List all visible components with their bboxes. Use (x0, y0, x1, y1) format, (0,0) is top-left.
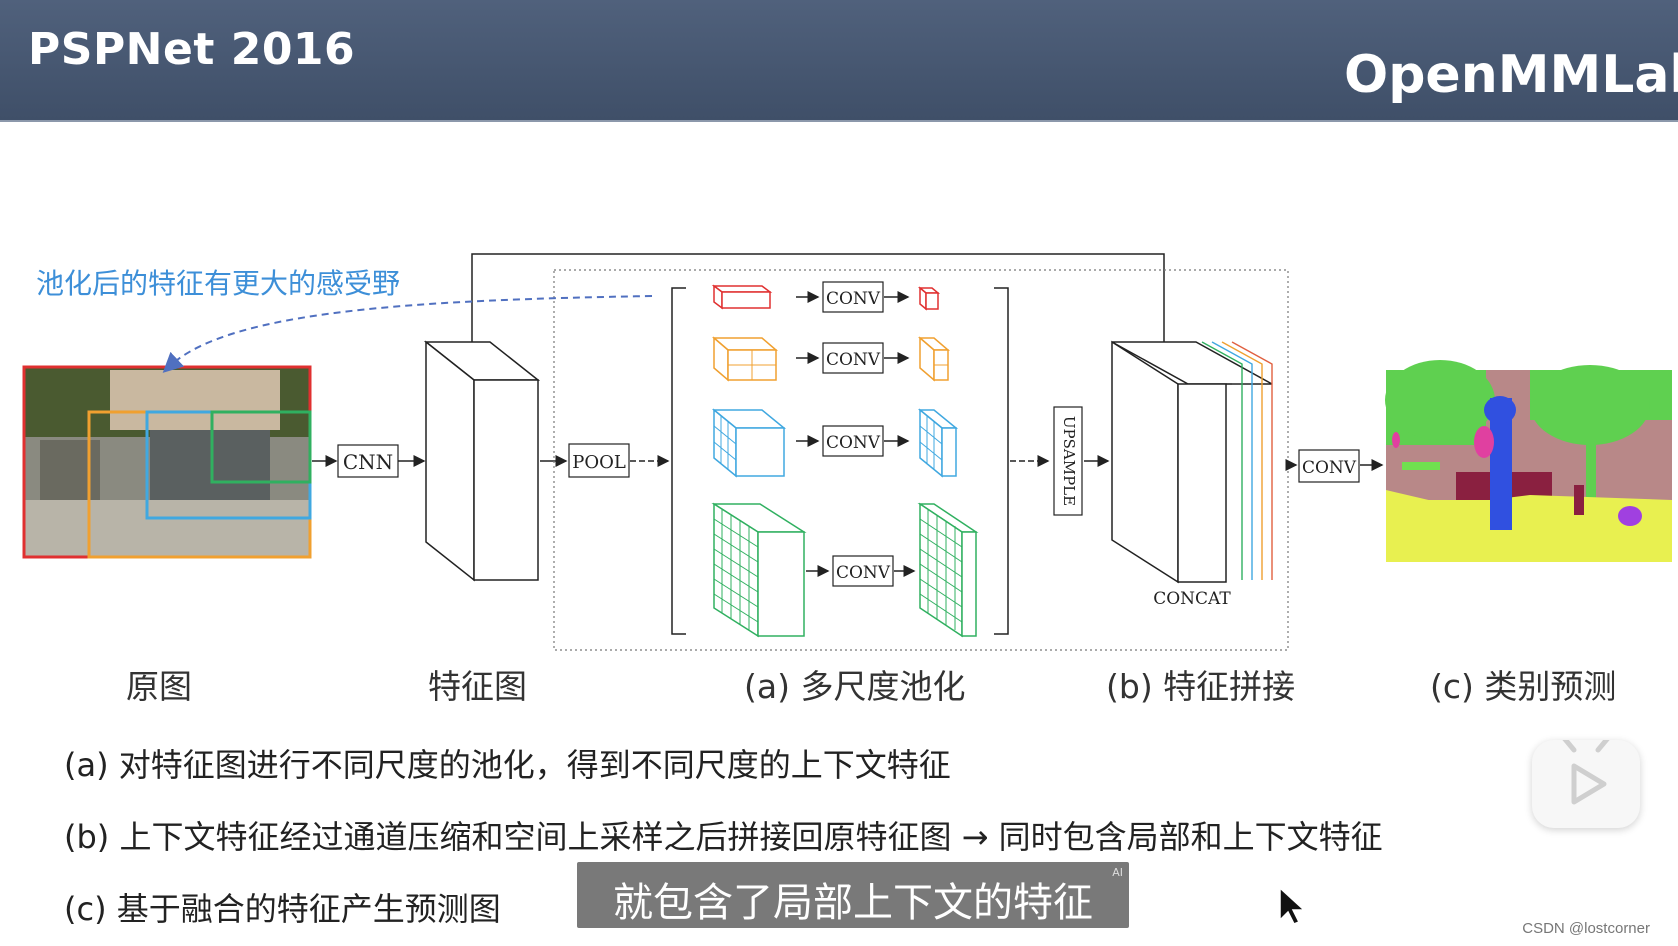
description-a: (a) 对特征图进行不同尺度的池化，得到不同尺度的上下文特征 (64, 746, 951, 784)
caption-b: (b) 特征拼接 (1106, 667, 1296, 706)
pyramid-module-region (553, 269, 1289, 651)
watermark: CSDN @lostcorner (1522, 920, 1650, 937)
pool-level-3: CONV (711, 408, 959, 478)
prediction-map (1385, 360, 1672, 562)
mouse-cursor-icon (1279, 886, 1304, 925)
caption-a: (a) 多尺度池化 (744, 667, 966, 706)
subtitle-text: 就包含了局部上下文的特征 (613, 880, 1093, 926)
caption-c: (c) 类别预测 (1430, 667, 1617, 706)
logo-text: OpenMMLab (1344, 45, 1678, 105)
pool-level-4: CONV (711, 502, 979, 638)
conv-label-2: CONV (826, 350, 881, 370)
description-b: (b) 上下文特征经过通道压缩和空间上采样之后拼接回原特征图 → 同时包含局部和… (64, 818, 1383, 856)
caption-original: 原图 (126, 667, 192, 706)
annotation-receptive-field: 池化后的特征有更大的感受野 (36, 267, 401, 300)
play-icon (1561, 735, 1611, 805)
upsample-label: UPSAMPLE (1060, 416, 1078, 506)
pool-label: POOL (572, 452, 626, 473)
concat-label: CONCAT (1153, 589, 1231, 609)
slide-header: PSPNet 2016 OpenMMLab (0, 0, 1678, 122)
ai-badge: AI (1112, 866, 1123, 879)
feature-map-block (423, 340, 541, 582)
pool-level-2: CONV (711, 336, 951, 382)
caption-feature-map: 特征图 (428, 667, 527, 706)
cnn-label: CNN (343, 450, 393, 474)
conv-label-4: CONV (836, 563, 891, 583)
final-conv-box (1298, 449, 1360, 483)
subtitle-overlay: 就包含了局部上下文的特征 AI (577, 862, 1129, 928)
cnn-box (337, 444, 399, 478)
upsample-box (1053, 406, 1083, 516)
pool-box (568, 443, 630, 478)
description-c: (c) 基于融合的特征产生预测图 (64, 890, 501, 928)
openmmlab-logo-mark: OpenMMLab (1344, 45, 1678, 105)
play-button[interactable] (1532, 735, 1640, 828)
input-image (22, 365, 312, 559)
conv-label-1: CONV (826, 289, 881, 309)
conv-label-3: CONV (826, 433, 881, 453)
slide-title: PSPNet 2016 (28, 24, 356, 75)
skip-connection (471, 253, 1170, 360)
receptive-field-arrow (162, 295, 653, 373)
green-region-box (210, 410, 312, 484)
final-conv-label: CONV (1302, 458, 1357, 478)
pool-level-1: CONV (711, 281, 941, 313)
openmmlab-logo: OpenMMLab (1338, 10, 1678, 110)
concat-block (1111, 340, 1273, 584)
